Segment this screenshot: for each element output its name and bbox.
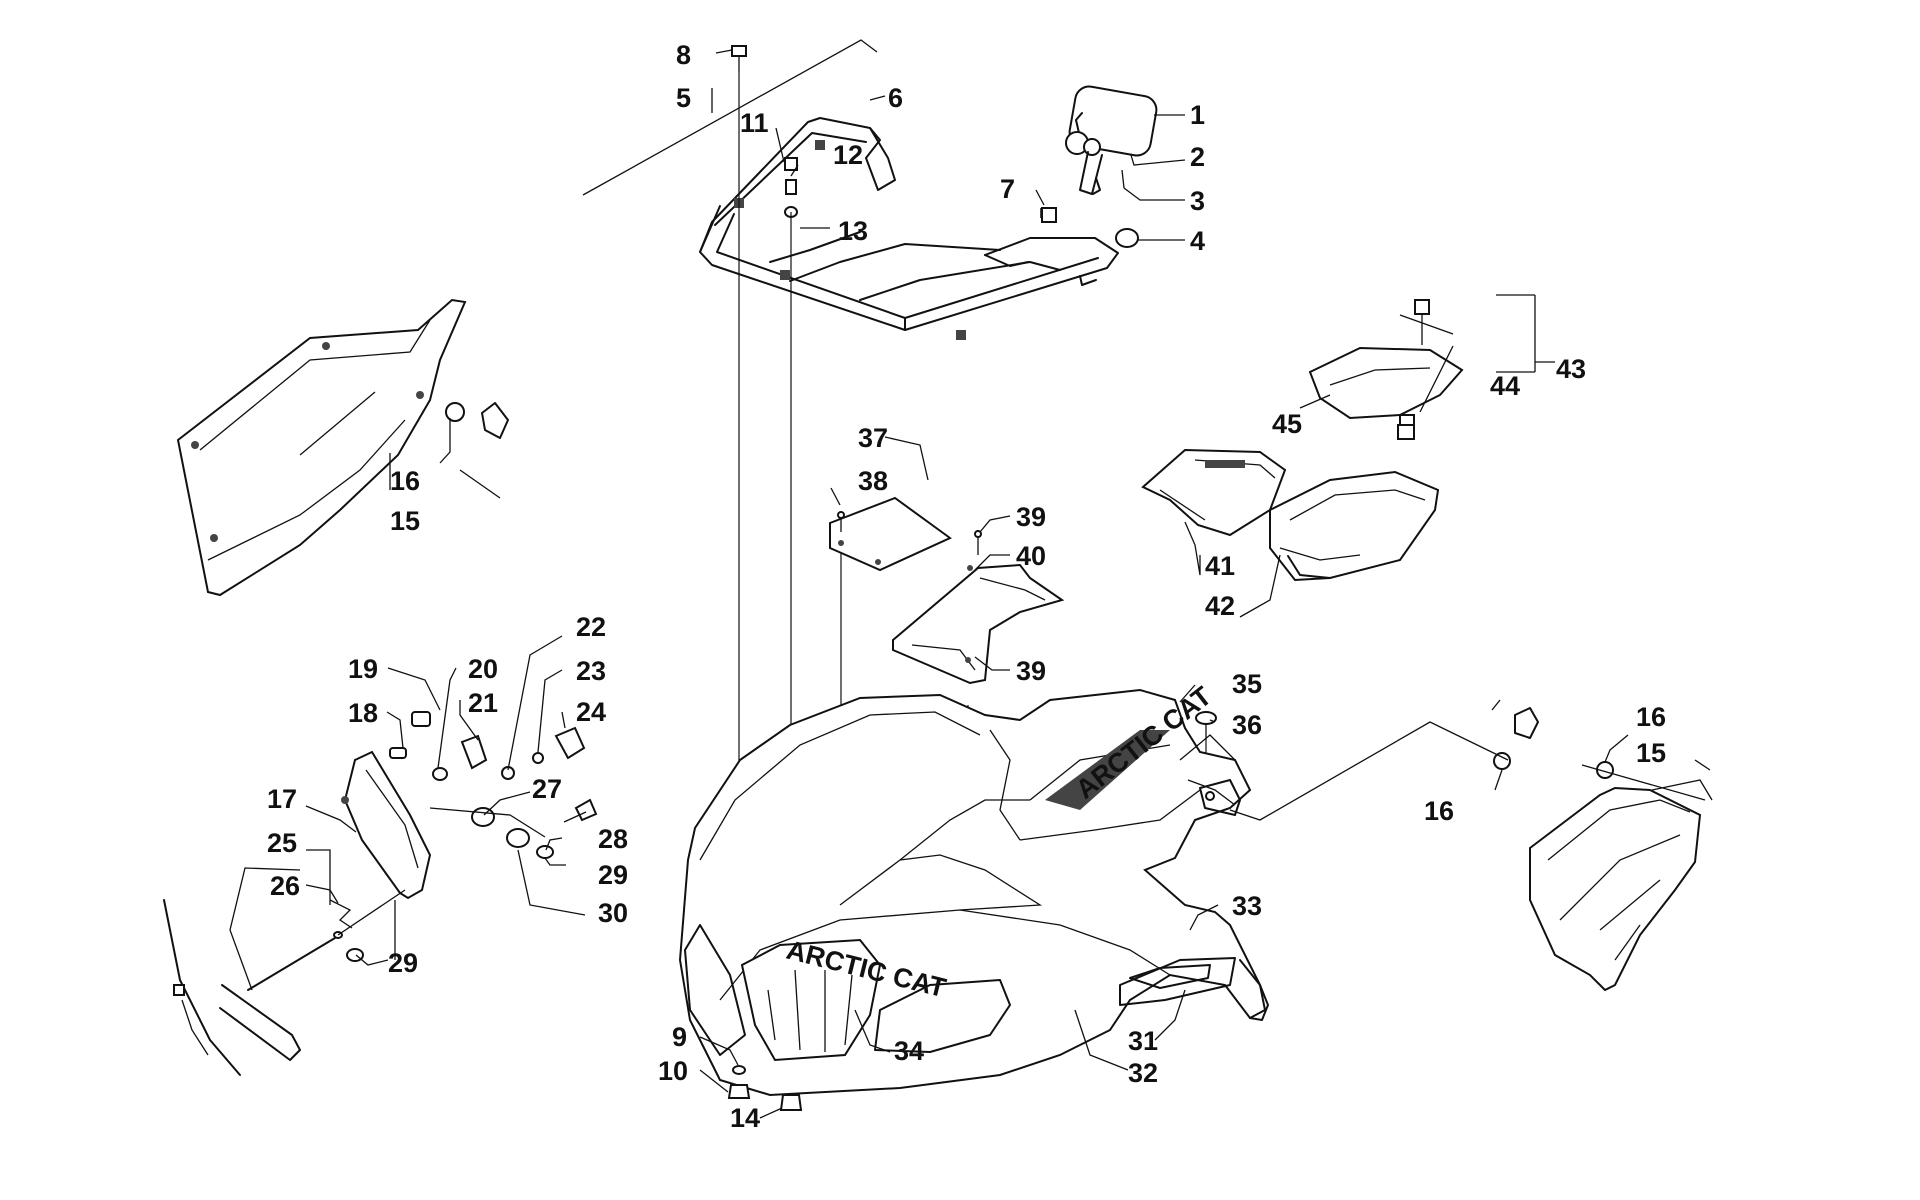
callout-21: 21 bbox=[468, 688, 498, 718]
callout-18: 18 bbox=[348, 698, 378, 728]
callout-15-left: 15 bbox=[390, 506, 420, 536]
callout-8: 8 bbox=[676, 40, 691, 70]
callout-2: 2 bbox=[1190, 142, 1205, 172]
callout-31: 31 bbox=[1128, 1026, 1158, 1056]
callout-45: 45 bbox=[1272, 409, 1302, 439]
callout-32: 32 bbox=[1128, 1058, 1158, 1088]
callout-38: 38 bbox=[858, 466, 888, 496]
left-side-panel bbox=[176, 298, 509, 597]
callout-labels: 1 2 3 4 5 6 7 8 9 10 11 12 13 14 15 15 1… bbox=[267, 40, 1666, 1133]
callout-20: 20 bbox=[468, 654, 498, 684]
callout-42: 42 bbox=[1205, 591, 1235, 621]
callout-41: 41 bbox=[1205, 551, 1235, 581]
callout-3: 3 bbox=[1190, 186, 1205, 216]
callout-5: 5 bbox=[676, 83, 691, 113]
leader-lines bbox=[229, 49, 1713, 1119]
callout-34: 34 bbox=[894, 1036, 924, 1066]
callout-9: 9 bbox=[672, 1022, 687, 1052]
callout-4: 4 bbox=[1190, 226, 1205, 256]
callout-27: 27 bbox=[532, 774, 562, 804]
callout-6: 6 bbox=[888, 83, 903, 113]
callout-29-right: 29 bbox=[598, 860, 628, 890]
callout-14: 14 bbox=[730, 1103, 760, 1133]
callout-37: 37 bbox=[858, 423, 888, 453]
callout-23: 23 bbox=[576, 656, 606, 686]
callout-36: 36 bbox=[1232, 710, 1262, 740]
callout-1: 1 bbox=[1190, 100, 1205, 130]
callout-11: 11 bbox=[740, 108, 769, 138]
callout-26: 26 bbox=[270, 871, 300, 901]
headlight-assembly bbox=[163, 711, 598, 1076]
callout-16-left: 16 bbox=[390, 466, 420, 496]
right-side-panel bbox=[1493, 707, 1702, 992]
rack-fasteners bbox=[731, 45, 1057, 223]
callout-12: 12 bbox=[833, 140, 863, 170]
callout-39-top: 39 bbox=[1016, 502, 1046, 532]
callout-22: 22 bbox=[576, 612, 606, 642]
callout-16-right-top: 16 bbox=[1636, 702, 1666, 732]
callout-13: 13 bbox=[838, 216, 868, 246]
callout-10: 10 bbox=[658, 1056, 688, 1086]
center-panel bbox=[892, 530, 1065, 685]
callout-33: 33 bbox=[1232, 891, 1262, 921]
callout-29-left: 29 bbox=[388, 948, 418, 978]
front-rack bbox=[699, 117, 1119, 340]
storage-bin bbox=[1269, 470, 1440, 582]
access-grate bbox=[829, 496, 952, 572]
callout-24: 24 bbox=[576, 697, 606, 727]
callout-40: 40 bbox=[1016, 541, 1046, 571]
callout-7: 7 bbox=[1000, 174, 1015, 204]
callout-17: 17 bbox=[267, 784, 297, 814]
callout-19: 19 bbox=[348, 654, 378, 684]
storage-lid bbox=[1308, 299, 1464, 440]
mirror-assembly bbox=[1065, 85, 1158, 248]
front-fender-body: ARCTIC CAT ARCTIC CAT bbox=[678, 680, 1269, 1097]
callout-15-right: 15 bbox=[1636, 738, 1666, 768]
lower-fasteners bbox=[727, 1065, 803, 1111]
storage-cover bbox=[1141, 448, 1287, 537]
callout-25: 25 bbox=[267, 828, 297, 858]
callout-28: 28 bbox=[598, 824, 628, 854]
callout-39-bottom: 39 bbox=[1016, 656, 1046, 686]
callout-30: 30 bbox=[598, 898, 628, 928]
callout-43: 43 bbox=[1556, 354, 1586, 384]
callout-44: 44 bbox=[1490, 371, 1520, 401]
callout-16-right-lower: 16 bbox=[1424, 796, 1454, 826]
callout-35: 35 bbox=[1232, 669, 1262, 699]
